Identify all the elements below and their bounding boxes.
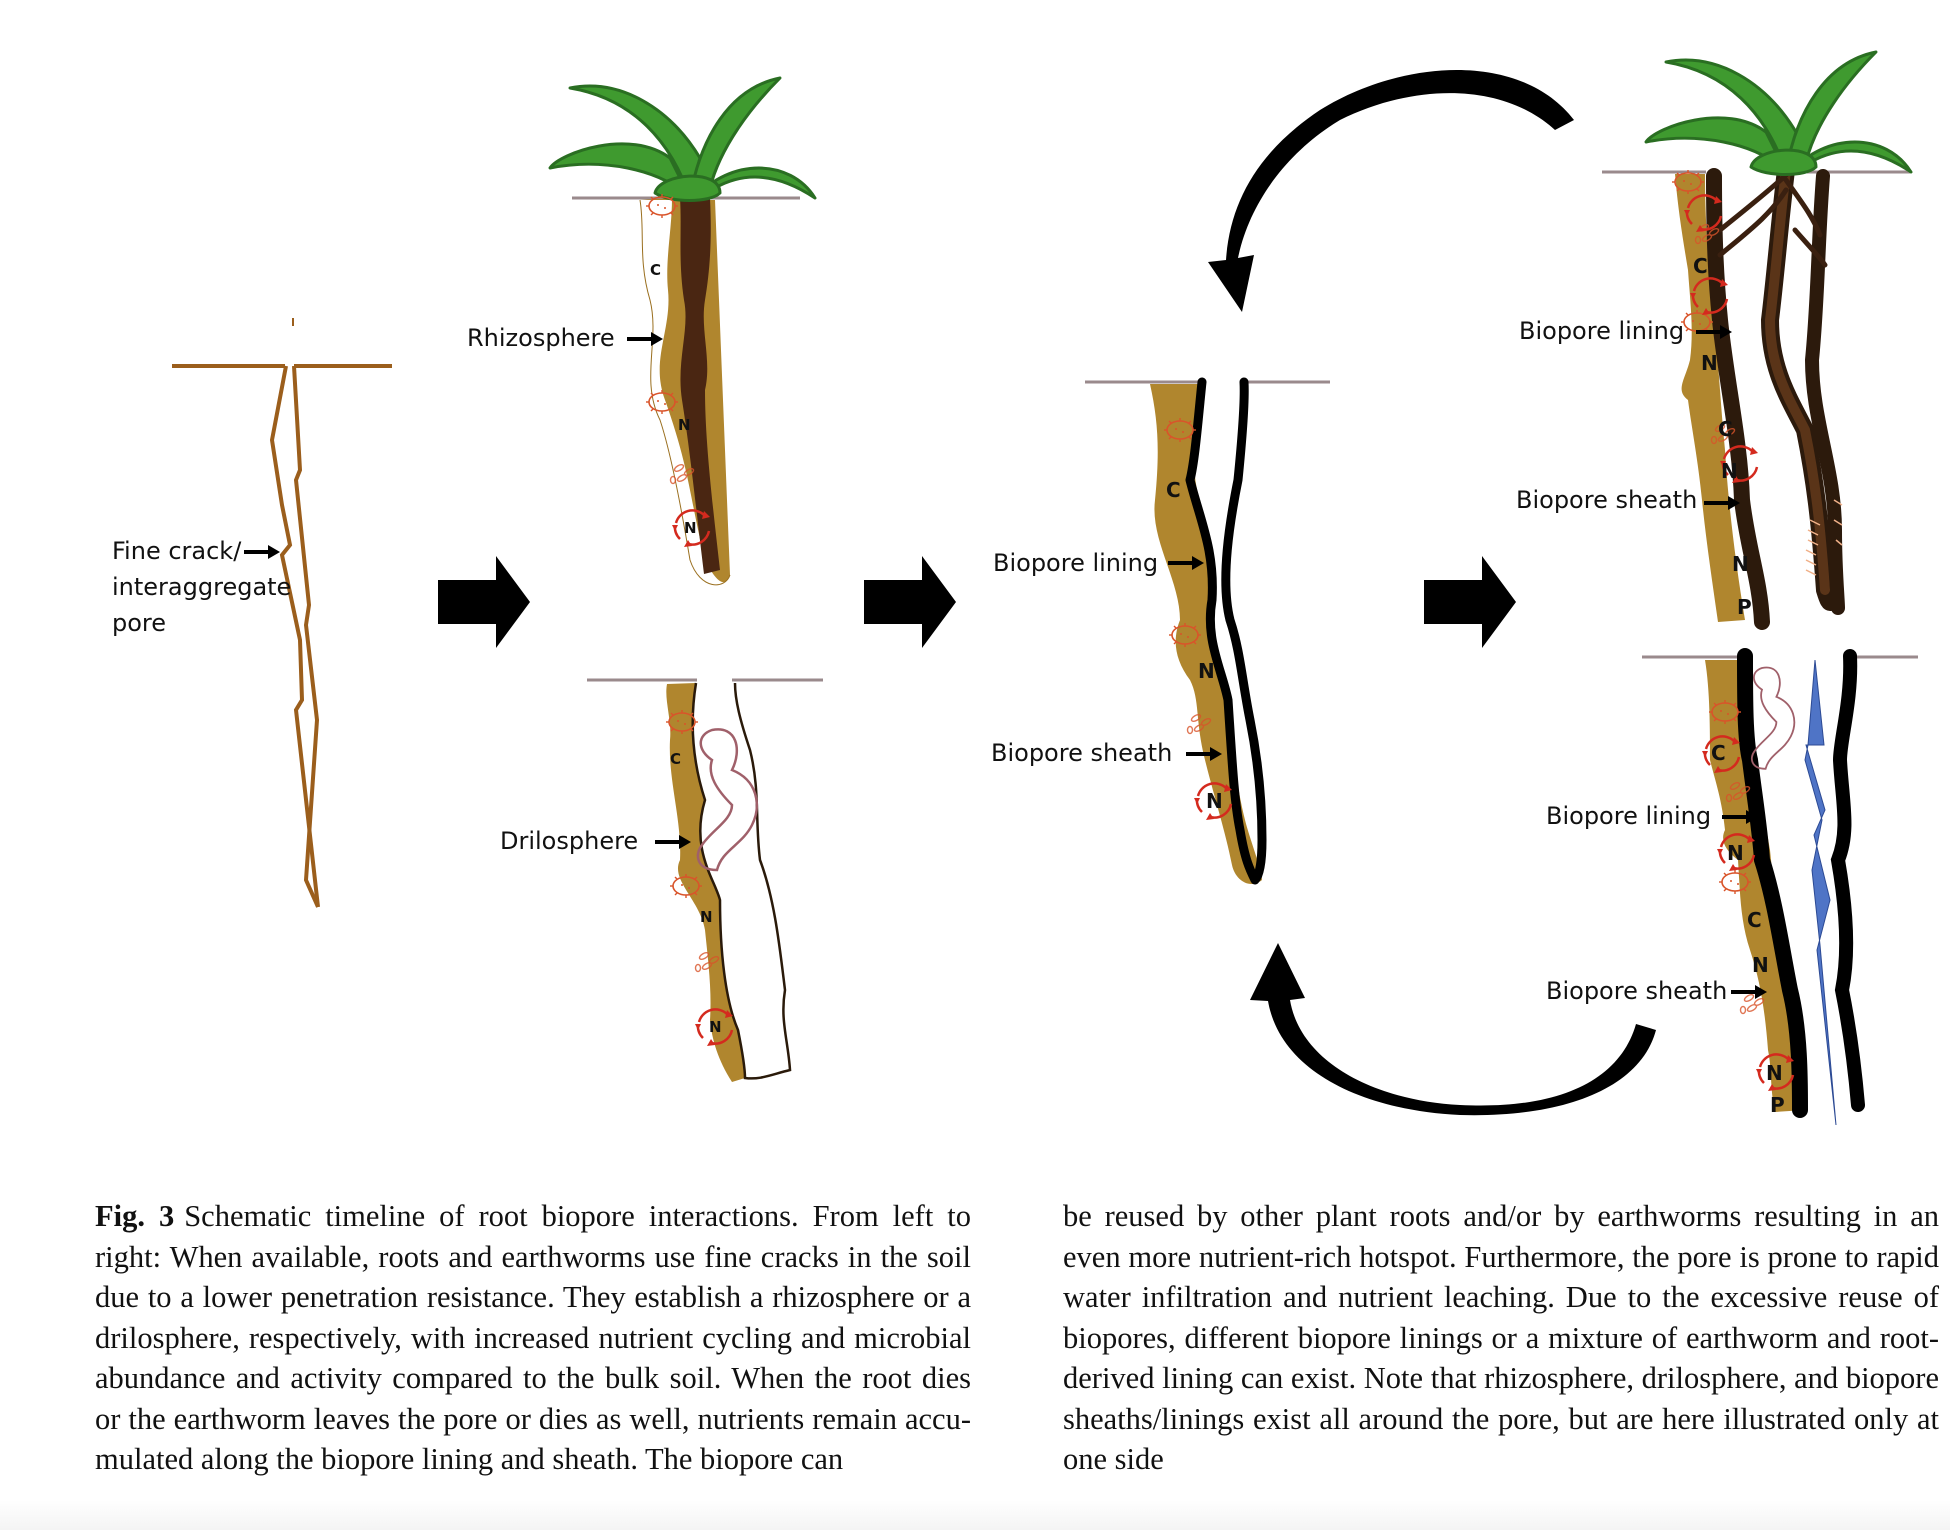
nutrient-c: C [650,261,661,279]
timeline-arrow-icon [1424,556,1516,648]
nutrient-n: N [1732,552,1749,576]
label-biopore-sheath: Biopore sheath [1546,977,1727,1005]
timeline-arrow-icon [438,556,530,648]
label-fine-crack: Fine crack/ [112,537,242,565]
water-infiltration-icon [1804,659,1837,1126]
nutrient-n: N [1198,659,1215,683]
plant-icon [548,76,817,202]
earthworm-icon [1750,666,1796,770]
nutrient-n: N [709,1018,722,1036]
nutrient-p: P [1737,595,1752,619]
figure-number: Fig. 3 [95,1199,175,1233]
nutrient-n: N [1701,351,1718,375]
label-pore: pore [112,609,166,637]
plant-icon [1644,50,1913,176]
label-rhizosphere: Rhizosphere [467,324,615,352]
nutrient-n: N [1727,841,1744,865]
label-biopore-sheath: Biopore sheath [991,739,1172,767]
label-interaggregate: interaggregate [112,573,291,601]
nutrient-n: N [1206,789,1223,813]
nutrient-c: C [1693,254,1708,278]
nutrient-p: P [1770,1093,1785,1117]
label-biopore-lining: Biopore lining [993,549,1158,577]
panel-abandoned-biopore: C N N Biopore lining Biopore sheath [991,377,1330,885]
label-biopore-sheath: Biopore sheath [1516,486,1697,514]
panel-fine-crack: Fine crack/ interaggregate pore [112,318,392,908]
nutrient-c: C [1711,741,1726,765]
earthworm-icon [696,728,759,872]
page-bottom-edge [0,1500,1950,1530]
caption-text-left: Schematic timeline of root biopore inter… [95,1199,971,1476]
panel-earthworm-reuse: C N C N N P Biopore lining Biopore sheat… [1546,648,1918,1126]
nutrient-c: C [670,750,681,768]
panel-root-reuse: C N C N N P Biopore lining Biopore sheat… [1516,50,1913,630]
label-biopore-lining: Biopore lining [1546,802,1711,830]
caption-text-right: be reused by other plant roots and/or by… [1063,1199,1939,1476]
label-drilosphere: Drilosphere [500,827,638,855]
curved-arrow-icon [1208,70,1574,312]
nutrient-n: N [1752,953,1769,977]
caption-right-column: be reused by other plant roots and/or by… [1063,1196,1939,1480]
bacteria-icon [1739,992,1766,1015]
timeline-arrow-icon [864,556,956,648]
figure-schematic: Fine crack/ interaggregate pore C N N Rh… [112,50,1918,1126]
nutrient-c: C [1718,417,1733,441]
label-biopore-lining: Biopore lining [1519,317,1684,345]
panel-drilosphere: C N N Drilosphere [500,678,823,1082]
nutrient-c: C [1747,908,1762,932]
nutrient-n: N [700,908,713,926]
pointer-arrow-icon [625,330,665,348]
nutrient-n: N [684,519,697,537]
nutrient-n: N [1721,459,1738,483]
nutrient-n: N [1766,1061,1783,1085]
curved-arrow-icon [1250,943,1656,1116]
pointer-arrow-icon [242,543,282,561]
panel-rhizosphere: C N N Rhizosphere [467,76,817,586]
nutrient-c: C [1166,478,1181,502]
nutrient-n: N [678,416,691,434]
